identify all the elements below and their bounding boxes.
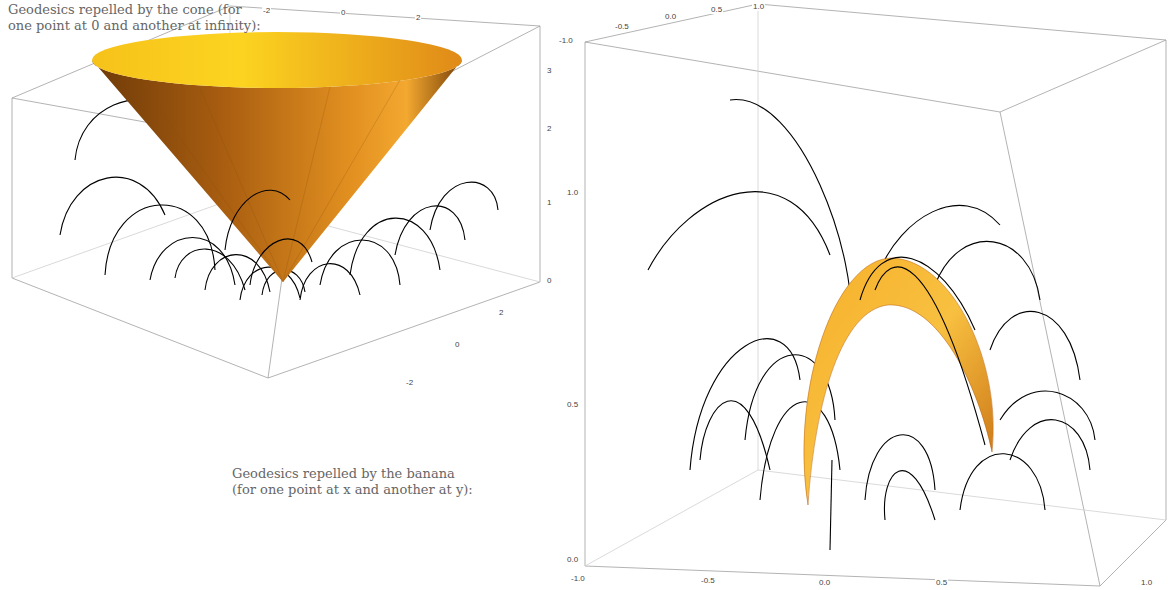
axis-tick-label: 1 — [546, 198, 552, 207]
axis-tick-label: -0.5 — [700, 576, 716, 585]
axis-tick-label: 0 — [454, 340, 460, 349]
axis-tick-label: 1.0 — [752, 2, 765, 11]
axis-tick-label: 0.0 — [664, 12, 677, 21]
axis-tick-label: 0.0 — [818, 578, 831, 587]
axis-tick-label: -2 — [262, 6, 271, 15]
axis-tick-label: -1.0 — [558, 36, 574, 45]
axis-tick-label: 3 — [546, 66, 552, 75]
axis-tick-label: -1.0 — [570, 574, 586, 583]
plot-box — [585, 4, 1166, 586]
axis-tick-label: 0.5 — [566, 400, 579, 409]
axis-tick-label: -0.5 — [614, 22, 630, 31]
axis-tick-label: 2 — [546, 124, 552, 133]
cone-surface — [92, 60, 462, 282]
axis-tick-label: 1.0 — [566, 188, 579, 197]
geodesic-curves — [225, 190, 312, 285]
axis-tick-label: 0.5 — [710, 5, 723, 14]
plot-box — [12, 6, 540, 378]
axis-tick-label: 0 — [340, 8, 346, 17]
axis-tick-label: 1.0 — [1140, 578, 1153, 587]
geodesic-curves — [700, 257, 1090, 550]
plot-caption: Geodesics repelled by the banana (for on… — [232, 466, 577, 498]
axis-tick-label: 0 — [546, 276, 552, 285]
axis-tick-label: -2 — [405, 378, 414, 387]
cone-rim — [92, 32, 462, 88]
banana-surface — [804, 258, 993, 505]
axis-tick-label: 0.0 — [566, 555, 579, 564]
axis-tick-label: 0.5 — [935, 578, 948, 587]
axis-tick-label: 2 — [498, 308, 504, 317]
axis-tick-label: 2 — [415, 13, 421, 22]
plot-caption: Geodesics repelled by the cone (for one … — [8, 2, 353, 34]
